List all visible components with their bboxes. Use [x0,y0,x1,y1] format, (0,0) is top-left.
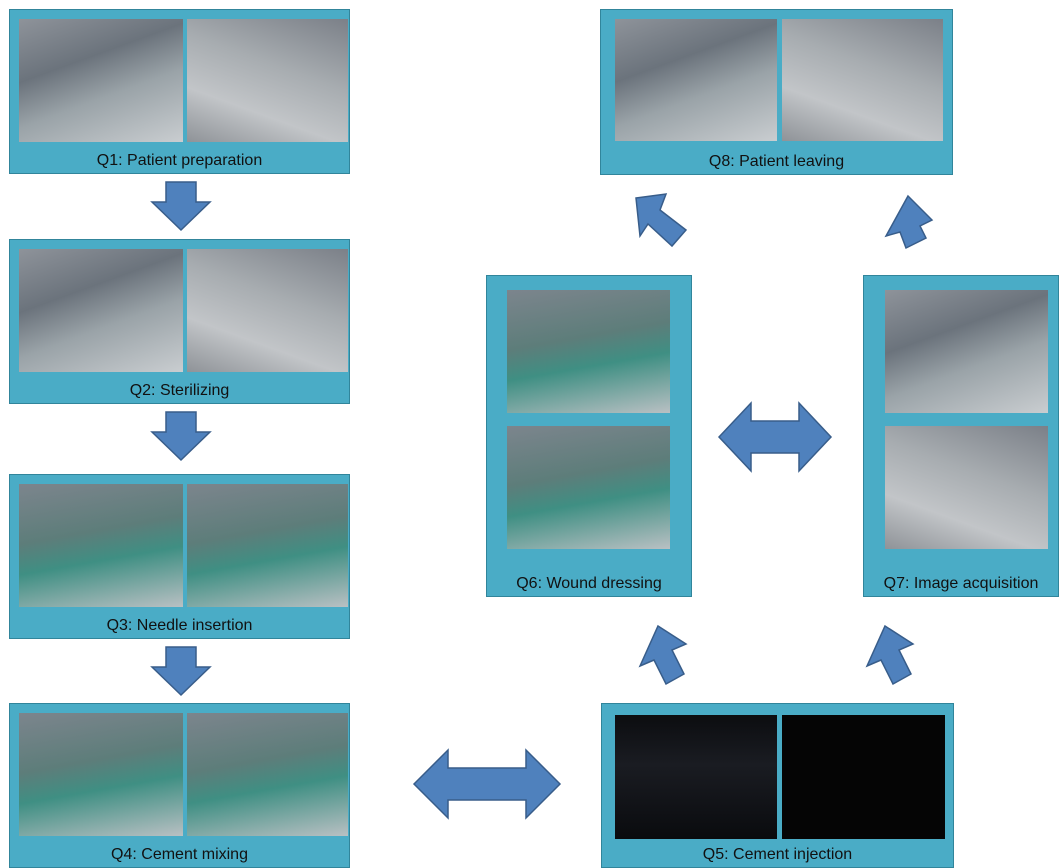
camera-frame-q5-right [782,715,945,839]
camera-frame-q2-left [19,249,183,372]
stage-panel-q2: Q2: Sterilizing [9,239,350,404]
arrow-up-q5-q6 [638,624,688,686]
arrow-down-q2-q3 [150,411,212,462]
camera-frame-q6-bottom [507,426,670,549]
camera-frame-q1-left [19,19,183,142]
arrow-bidirectional-q6-q7 [717,401,833,473]
camera-frame-q7-bottom [885,426,1048,549]
stage-panel-q3: Q3: Needle insertion [9,474,350,639]
camera-frame-q8-left [615,19,777,141]
arrow-down-q3-q4 [150,646,212,697]
arrow-down-q1-q2 [150,181,212,232]
stage-label-q7: Q7: Image acquisition [883,575,1039,592]
camera-frame-q3-right [187,484,348,607]
arrow-bidirectional-q4-q5 [412,748,562,820]
stage-label-q2: Q2: Sterilizing [129,382,230,399]
arrow-up-q7-q8 [884,194,934,250]
stage-label-q3: Q3: Needle insertion [106,617,253,634]
camera-frame-q4-right [187,713,348,836]
camera-frame-q4-left [19,713,183,836]
arrow-up-q6-q8 [635,193,688,248]
camera-frame-q5-left [615,715,777,839]
stage-panel-q7: Q7: Image acquisition [863,275,1059,597]
stage-panel-q4: Q4: Cement mixing [9,703,350,868]
camera-frame-q8-right [782,19,943,141]
camera-frame-q3-left [19,484,183,607]
camera-frame-q1-right [187,19,348,142]
camera-frame-q7-top [885,290,1048,413]
camera-frame-q2-right [187,249,348,372]
stage-label-q4: Q4: Cement mixing [111,846,248,863]
camera-frame-q6-top [507,290,670,413]
stage-panel-q5: Q5: Cement injection [601,703,954,868]
stage-label-q1: Q1: Patient preparation [96,152,263,169]
arrow-up-q5-q7 [865,624,915,686]
stage-panel-q8: Q8: Patient leaving [600,9,953,175]
stage-panel-q6: Q6: Wound dressing [486,275,692,597]
stage-label-q5: Q5: Cement injection [702,846,853,863]
stage-label-q8: Q8: Patient leaving [708,153,845,170]
stage-panel-q1: Q1: Patient preparation [9,9,350,174]
stage-label-q6: Q6: Wound dressing [516,575,662,592]
